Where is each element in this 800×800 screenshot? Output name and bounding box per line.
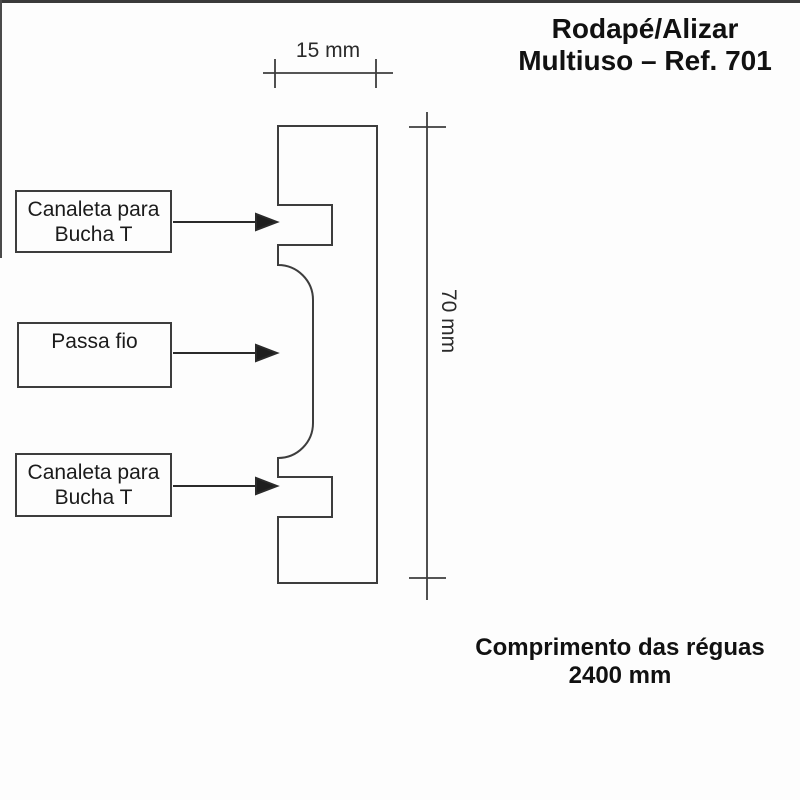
callout-box-bucha-t-bottom: Canaleta para Bucha T (15, 453, 172, 517)
height-dimension-label: 70 mm (437, 288, 460, 354)
arrow-head-bottom (255, 476, 280, 496)
arrow-head-top (255, 212, 280, 232)
scan-artifact-top-bar (0, 0, 800, 3)
callout-3-line-1: Canaleta para (27, 461, 160, 484)
callout-2-line-1: Passa fio (51, 330, 138, 353)
profile-outline (277, 125, 378, 584)
width-dimension-lines (263, 59, 393, 88)
arrow-head-middle (255, 343, 280, 363)
drawing-title: Rodapé/Alizar Multiuso – Ref. 701 (460, 13, 800, 77)
callout-box-passa-fio: Passa fio (17, 322, 172, 388)
width-dimension-label: 15 mm (295, 39, 361, 62)
title-line-2: Multiuso – Ref. 701 (518, 45, 772, 76)
callout-1-line-2: Bucha T (54, 222, 133, 246)
callout-arrows (173, 212, 280, 496)
footer-line-1: Comprimento das réguas (475, 634, 765, 661)
scan-artifact-left-bar (0, 0, 2, 258)
callout-1-line-1: Canaleta para (27, 197, 160, 221)
height-dimension-lines (409, 112, 446, 600)
footer-caption: Comprimento das réguas 2400 mm (430, 634, 800, 690)
footer-line-2: 2400 mm (568, 662, 672, 689)
callout-box-bucha-t-top: Canaleta para Bucha T (15, 190, 172, 253)
title-line-1: Rodapé/Alizar (551, 13, 739, 44)
callout-3-line-2: Bucha T (54, 486, 133, 509)
